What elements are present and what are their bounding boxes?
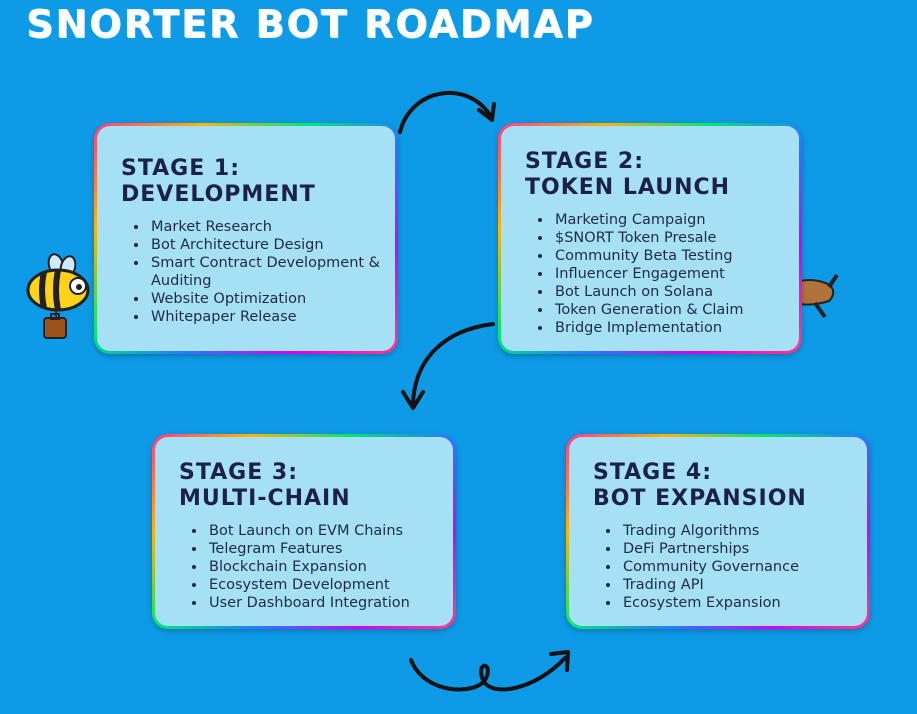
stage-1-card: Stage 1: Development Market Research Bot…: [94, 123, 398, 354]
list-item: Bridge Implementation: [553, 319, 799, 337]
stage-2-card: Stage 2: Token Launch Marketing Campaign…: [498, 123, 802, 354]
list-item: Ecosystem Expansion: [621, 594, 867, 612]
stage-list: Marketing Campaign $SNORT Token Presale …: [525, 211, 799, 337]
stage-heading: Stage 1: Development: [121, 156, 316, 207]
list-item: Trading Algorithms: [621, 522, 867, 540]
list-item: Marketing Campaign: [553, 211, 799, 229]
stage-list: Trading Algorithms DeFi Partnerships Com…: [593, 522, 867, 612]
list-item: Ecosystem Development: [207, 576, 453, 594]
stage-heading: Stage 3: Multi-Chain: [179, 460, 351, 511]
list-item: Community Beta Testing: [553, 247, 799, 265]
list-item: Market Research: [149, 218, 395, 236]
list-item: Blockchain Expansion: [207, 558, 453, 576]
page-title: Snorter Bot Roadmap: [26, 2, 595, 46]
list-item: Community Governance: [621, 558, 867, 576]
list-item: $SNORT Token Presale: [553, 229, 799, 247]
list-item: Influencer Engagement: [553, 265, 799, 283]
bee-mascot-icon: [26, 253, 90, 339]
curved-arrow-icon: [398, 90, 496, 134]
list-item: Bot Launch on EVM Chains: [207, 522, 453, 540]
curved-arrow-icon: [409, 650, 570, 692]
stage-list: Bot Launch on EVM Chains Telegram Featur…: [179, 522, 453, 612]
stage-4-card: Stage 4: Bot Expansion Trading Algorithm…: [566, 434, 870, 629]
list-item: Telegram Features: [207, 540, 453, 558]
list-item: Bot Architecture Design: [149, 236, 395, 254]
stage-heading: Stage 4: Bot Expansion: [593, 460, 807, 511]
list-item: User Dashboard Integration: [207, 594, 453, 612]
list-item: Smart Contract Development & Auditing: [149, 254, 395, 290]
list-item: Token Generation & Claim: [553, 301, 799, 319]
stage-3-card: Stage 3: Multi-Chain Bot Launch on EVM C…: [152, 434, 456, 629]
list-item: DeFi Partnerships: [621, 540, 867, 558]
stage-list: Market Research Bot Architecture Design …: [121, 218, 395, 326]
list-item: Whitepaper Release: [149, 308, 395, 326]
list-item: Trading API: [621, 576, 867, 594]
curved-arrow-icon: [401, 322, 495, 410]
list-item: Website Optimization: [149, 290, 395, 308]
list-item: Bot Launch on Solana: [553, 283, 799, 301]
stage-heading: Stage 2: Token Launch: [525, 149, 731, 200]
